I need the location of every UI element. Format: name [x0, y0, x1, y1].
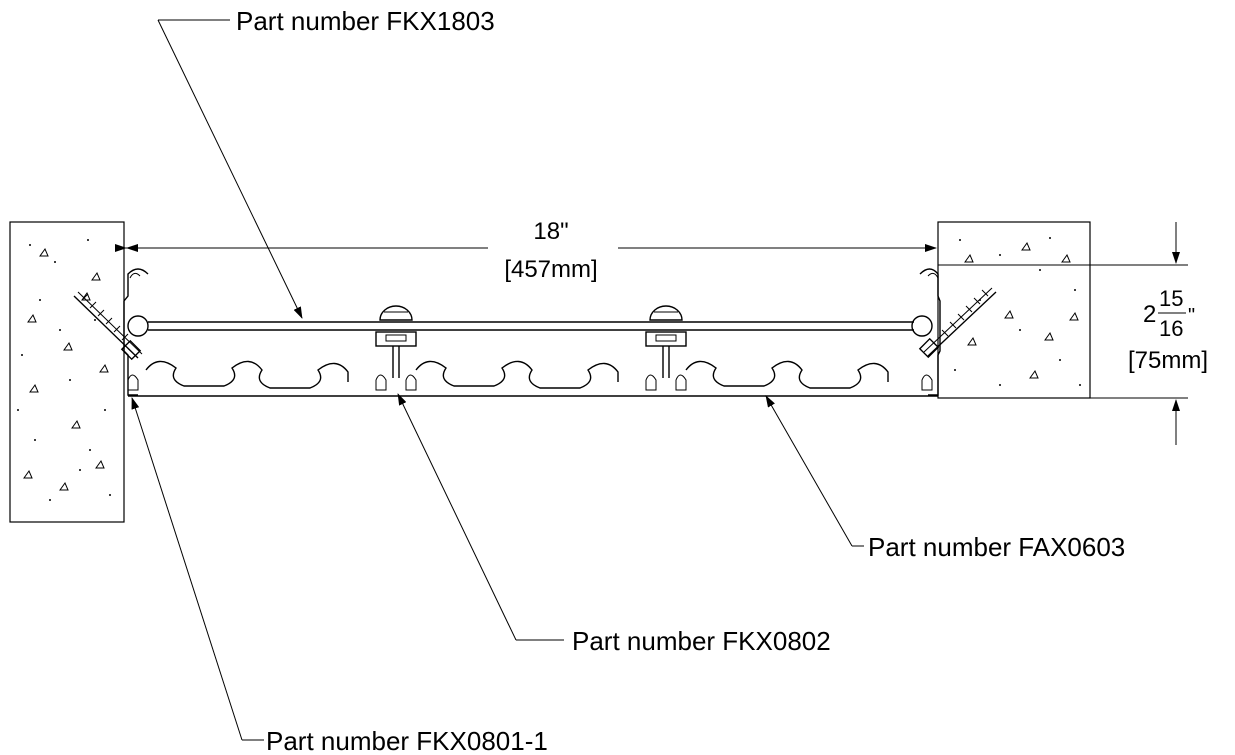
height-denominator-label: 16: [1159, 316, 1183, 341]
left-edge-frame: [123, 268, 149, 396]
width-dimension: [115, 244, 937, 252]
left-concrete-slab: [9, 221, 125, 523]
leader-bottom-part: [131, 397, 264, 741]
right-concrete-slab: [937, 221, 1091, 399]
top-part-label: Part number FKX1803: [236, 6, 495, 36]
width-mm-label: [457mm]: [504, 256, 597, 283]
middle-part-label: Part number FKX0802: [572, 626, 831, 656]
center-clamp-left: [375, 305, 417, 378]
height-dimension: [938, 222, 1188, 445]
corrugated-seal: [127, 360, 938, 397]
width-inch-label: 18": [533, 218, 568, 245]
center-clamp-right: [645, 305, 687, 378]
leader-top-part: [157, 19, 303, 319]
leader-right-part: [765, 395, 864, 547]
bottom-part-label: Part number FKX0801-1: [266, 726, 548, 755]
left-anchor-screw: [73, 291, 143, 361]
right-edge-frame: [911, 268, 941, 396]
cover-plate: [148, 321, 914, 331]
height-whole-label: 2: [1143, 301, 1156, 328]
height-numerator-label: 15: [1159, 286, 1183, 311]
right-part-label: Part number FAX0603: [868, 532, 1125, 562]
leader-middle-part: [397, 393, 564, 641]
height-mm-label: [75mm]: [1128, 347, 1208, 374]
height-inch-mark: ": [1188, 305, 1195, 327]
